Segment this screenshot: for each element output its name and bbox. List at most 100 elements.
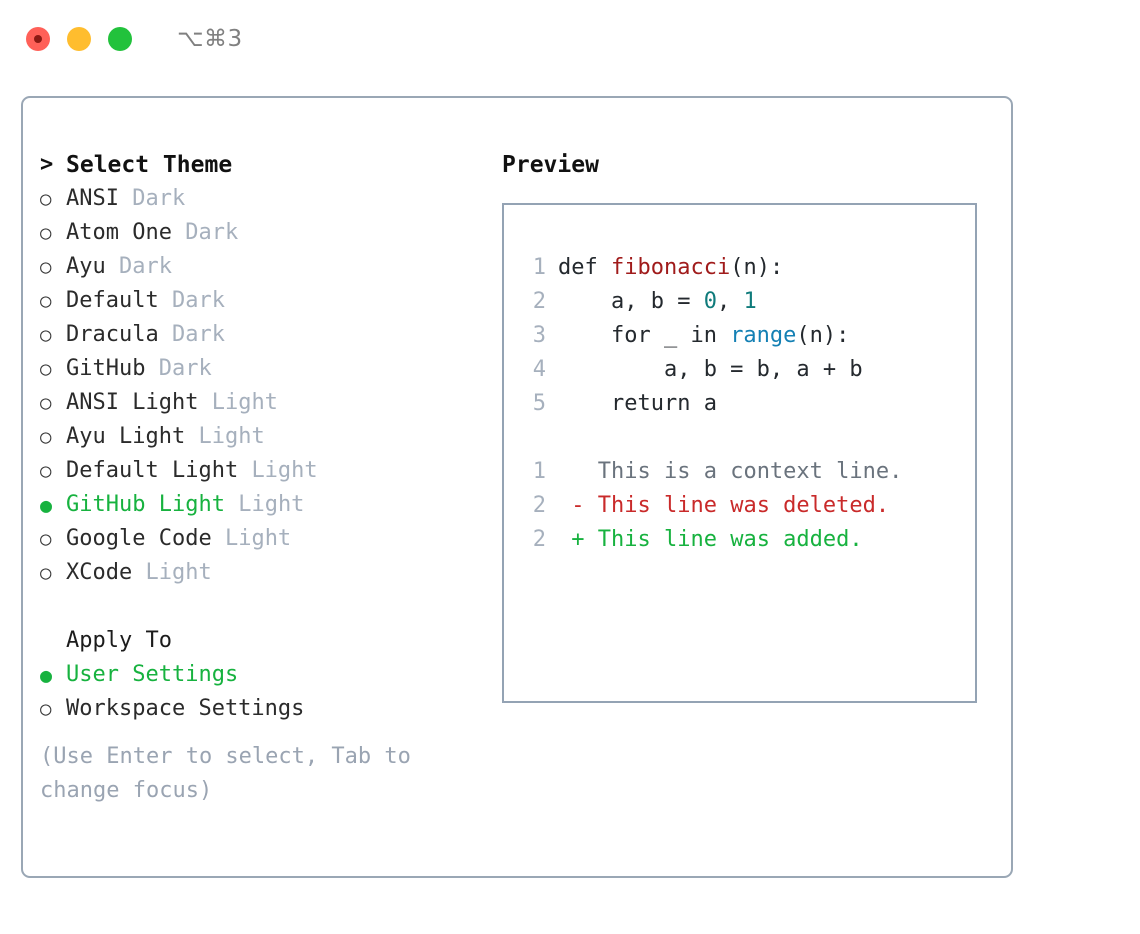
- spacer: [119, 182, 132, 216]
- theme-list-item[interactable]: ● GitHub Light Light: [40, 488, 500, 522]
- apply-to-item[interactable]: ○ Workspace Settings: [40, 692, 500, 726]
- spacer: [238, 454, 251, 488]
- apply-to-label: User Settings: [66, 662, 239, 687]
- theme-category-tag: Dark: [185, 220, 239, 245]
- theme-list-item[interactable]: ○Default Light Light: [40, 454, 500, 488]
- line-number: 3: [532, 323, 546, 348]
- apply-to-list: ● User Settings ○ Workspace Settings: [40, 658, 500, 726]
- code-line-text: a, b = b, a + b: [558, 353, 863, 387]
- diff-line-text: This is a context line.: [597, 459, 903, 484]
- diff-sign: [558, 455, 598, 489]
- theme-category-tag: Light: [211, 390, 278, 415]
- apply-to-title: Apply To: [66, 628, 172, 653]
- code-line-text: for _ in range(n):: [558, 319, 849, 353]
- radio-unselected-icon[interactable]: ○: [40, 256, 52, 278]
- theme-name-label: Ayu: [66, 254, 106, 279]
- diff-line-text: This line was added.: [597, 527, 863, 552]
- theme-category-tag: Light: [145, 560, 212, 585]
- radio-unselected-icon[interactable]: ○: [40, 324, 52, 346]
- diff-sign: -: [558, 493, 598, 518]
- theme-name-label: Default Light: [66, 458, 239, 483]
- spacer: [106, 250, 119, 284]
- theme-list-item[interactable]: ○ANSI Dark: [40, 182, 500, 216]
- theme-name-label: Google Code: [66, 526, 212, 551]
- code-line: 2 a, b = 0, 1: [516, 285, 902, 319]
- spacer: [212, 522, 225, 556]
- spacer: [159, 318, 172, 352]
- list-spacer: [40, 590, 500, 624]
- apply-to-label: Workspace Settings: [66, 696, 305, 721]
- theme-category-tag: Dark: [132, 186, 186, 211]
- close-button-icon[interactable]: [26, 27, 50, 51]
- diff-line-text: This line was deleted.: [597, 493, 890, 518]
- theme-category-tag: Dark: [171, 322, 225, 347]
- theme-list-item[interactable]: ○Default Dark: [40, 284, 500, 318]
- line-number: 5: [532, 391, 546, 416]
- theme-name-label: GitHub: [66, 356, 146, 381]
- code-line: 3 for _ in range(n):: [516, 319, 902, 353]
- spacer: [145, 352, 158, 386]
- keyboard-shortcut-label: ⌥⌘3: [177, 26, 243, 52]
- spacer: [185, 420, 198, 454]
- code-token: ,: [716, 289, 744, 314]
- line-number: 2: [532, 493, 546, 518]
- theme-list-item[interactable]: ○Atom One Dark: [40, 216, 500, 250]
- spacer: [159, 284, 172, 318]
- radio-selected-icon[interactable]: ●: [40, 493, 53, 517]
- theme-list-item[interactable]: ○Google Code Light: [40, 522, 500, 556]
- apply-to-item[interactable]: ● User Settings: [40, 658, 500, 692]
- main-panel: > Select Theme ○ANSI Dark○Atom One Dark○…: [21, 96, 1013, 878]
- diff-line: 1 This is a context line.: [516, 455, 903, 489]
- radio-unselected-icon[interactable]: ○: [40, 426, 52, 448]
- page-title: Select Theme: [66, 152, 233, 178]
- code-token: def: [558, 255, 611, 280]
- spacer: [172, 216, 185, 250]
- code-token: fibonacci: [610, 255, 731, 280]
- radio-selected-icon[interactable]: ●: [40, 663, 53, 687]
- theme-category-tag: Light: [238, 492, 305, 517]
- window-title-bar: ⌥⌘3: [0, 0, 1140, 78]
- preview-title: Preview: [502, 152, 599, 178]
- code-token: return a: [558, 391, 717, 416]
- code-token: for _ in: [558, 323, 731, 348]
- theme-name-label: ANSI Light: [66, 390, 199, 415]
- line-number: 2: [532, 289, 546, 314]
- radio-unselected-icon[interactable]: ○: [40, 222, 52, 244]
- radio-unselected-icon[interactable]: ○: [40, 562, 52, 584]
- diff-line: 2 - This line was deleted.: [516, 489, 902, 523]
- traffic-light-group: [26, 27, 132, 51]
- theme-name-label: Ayu Light: [66, 424, 186, 449]
- spacer: [132, 556, 145, 590]
- theme-list-item[interactable]: ○XCode Light: [40, 556, 500, 590]
- diff-sign: +: [558, 527, 598, 552]
- line-number: 1: [532, 255, 546, 280]
- theme-name-label: Default: [66, 288, 159, 313]
- minimize-button-icon[interactable]: [67, 27, 91, 51]
- radio-unselected-icon[interactable]: ○: [40, 460, 52, 482]
- radio-unselected-icon[interactable]: ○: [40, 392, 52, 414]
- theme-list-item[interactable]: ○ Dracula Dark: [40, 318, 500, 352]
- keyboard-hint-text: (Use Enter to select, Tab to change focu…: [40, 744, 425, 803]
- radio-unselected-icon[interactable]: ○: [40, 290, 52, 312]
- theme-name-label: GitHub Light: [66, 492, 225, 517]
- theme-list-item[interactable]: ○ ANSI Light Light: [40, 386, 500, 420]
- theme-picker-header: > Select Theme: [40, 148, 500, 182]
- radio-unselected-icon[interactable]: ○: [40, 528, 52, 550]
- theme-category-tag: Dark: [158, 356, 212, 381]
- radio-unselected-icon[interactable]: ○: [40, 188, 52, 210]
- spacer: [225, 488, 238, 522]
- maximize-button-icon[interactable]: [108, 27, 132, 51]
- theme-list: ○ANSI Dark○Atom One Dark○Ayu Dark○Defaul…: [40, 182, 500, 590]
- theme-list-item[interactable]: ○Ayu Light Light: [40, 420, 500, 454]
- theme-name-label: Dracula: [66, 322, 159, 347]
- theme-list-item[interactable]: ○ GitHub Dark: [40, 352, 500, 386]
- radio-unselected-icon[interactable]: ○: [40, 698, 52, 720]
- code-blank-line: [516, 421, 902, 455]
- code-token: 0: [703, 289, 717, 314]
- theme-list-item[interactable]: ○Ayu Dark: [40, 250, 500, 284]
- apply-to-header: ○ Apply To: [40, 624, 500, 658]
- radio-unselected-icon[interactable]: ○: [40, 358, 52, 380]
